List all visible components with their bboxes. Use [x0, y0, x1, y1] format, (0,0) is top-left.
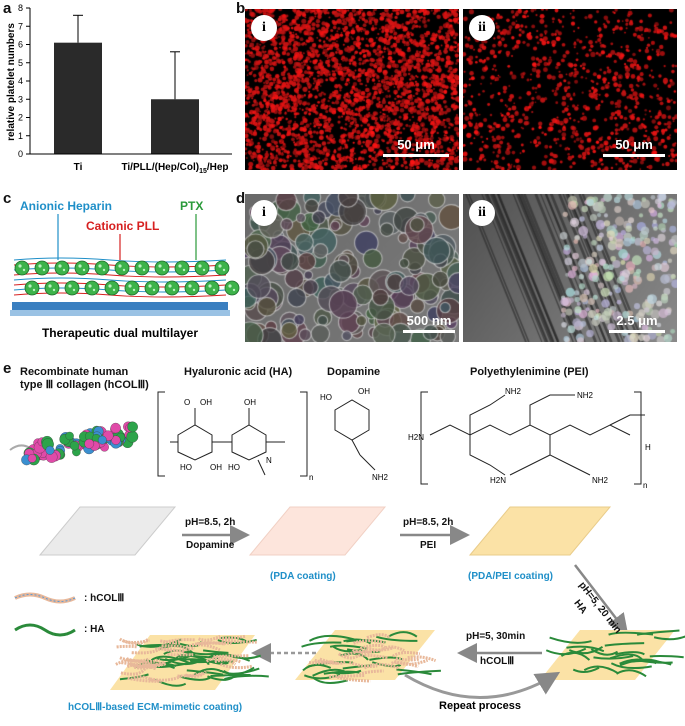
ha-title: Hyaluronic acid (HA) [184, 366, 293, 378]
dopamine-nh2: NH2 [372, 473, 389, 482]
dopamine-title: Dopamine [327, 366, 381, 378]
platelet-bar-chart: relative platelet numbers 0 1 2 3 4 5 6 7 8 Ti T… [6, 3, 232, 175]
step2-reagent: PEI [420, 540, 437, 551]
bar-1 [151, 99, 199, 154]
pei-structure [420, 391, 645, 485]
fluorescence-dots-i [245, 9, 459, 170]
y-tick-label: 4 [18, 76, 23, 86]
legend-ha: : HA [84, 624, 105, 635]
pda-pei-coated-substrate [468, 506, 612, 556]
fluorescence-dots-ii [463, 9, 677, 170]
sem-texture-i [245, 194, 459, 342]
ecm-coating-label: hCOLⅢ-based ECM-mimetic coating) [68, 702, 243, 713]
scale-bar-b-i: 50 μm [383, 137, 449, 157]
fluorescence-image-ii: ii 50 μm [463, 9, 677, 170]
chemical-structures: OH OH O HO OH HO N n HO OH NH2 H2N NH2 N… [9, 387, 651, 490]
bar-0 [54, 42, 102, 154]
subpanel-ii-badge: ii [469, 15, 495, 41]
cationic-pll-label: Cationic PLL [86, 219, 159, 233]
panel-b-label: b [236, 0, 246, 17]
y-tick-label: 3 [18, 94, 23, 104]
dopamine-ho: HO [320, 393, 332, 402]
ha-structure [157, 391, 308, 477]
substrate [12, 302, 228, 312]
subpanel-i-badge: i [251, 15, 277, 41]
panel-e-label: e [3, 360, 12, 377]
y-tick-label: 2 [18, 113, 23, 123]
ha-ho-2: HO [228, 463, 240, 472]
y-tick-label: 8 [18, 3, 23, 13]
pei-h: H [645, 443, 651, 452]
ha-ho: HO [180, 463, 192, 472]
step1-condition: pH=8.5, 2h [185, 517, 236, 528]
panel-d-label: d [236, 190, 246, 207]
y-tick-label: 7 [18, 21, 23, 31]
x-label-ti: Ti [74, 162, 83, 173]
scale-bar-d-ii: 2.5 μm [609, 313, 665, 333]
y-tick-label: 5 [18, 58, 23, 68]
ha-oh-1: OH [200, 398, 212, 407]
panel-c-label: c [3, 190, 12, 207]
ha-subscript-n: n [309, 473, 313, 482]
anionic-heparin-label: Anionic Heparin [20, 199, 112, 213]
dopamine-structure [334, 399, 376, 471]
ha-oh-3: OH [210, 463, 222, 472]
panel-a-label: a [3, 0, 12, 17]
y-tick-label: 6 [18, 40, 23, 50]
fluorescence-image-i: i 50 μm [245, 9, 459, 170]
pei-title: Polyethylenimine (PEI) [470, 366, 589, 378]
pei-h2n: H2N [408, 433, 424, 442]
step4-condition: pH=5, 30min [466, 631, 526, 642]
scale-bar-d-i: 500 nm [403, 313, 455, 333]
x-label-coating: Ti/PLL/(Hep/Col)15/Hep [121, 162, 228, 175]
ha-o: O [184, 398, 190, 407]
ha-n: N [266, 456, 272, 465]
ha-oh-2: OH [244, 398, 256, 407]
collagen-title: Recombinate human type Ⅲ collagen (hCOLⅢ… [20, 366, 149, 391]
step4-reagent: hCOLⅢ [480, 656, 515, 667]
step1-reagent: Dopamine [186, 540, 235, 551]
sem-texture-ii [463, 194, 677, 342]
scale-bar-b-ii: 50 μm [603, 137, 665, 157]
dopamine-oh: OH [358, 387, 370, 396]
pei-nh2-2: NH2 [577, 391, 594, 400]
pei-h2n-2: H2N [490, 476, 506, 485]
pda-coated-substrate [248, 506, 387, 556]
y-tick-label: 0 [18, 149, 23, 159]
repeat-arrow [404, 671, 561, 699]
process-scheme: Repeat process [14, 506, 685, 712]
multilayer-caption: Therapeutic dual multilayer [42, 326, 198, 340]
y-axis-label: relative platelet numbers [6, 23, 17, 141]
pei-nh2-3: NH2 [592, 476, 609, 485]
y-tick-label: 1 [18, 131, 23, 141]
subpanel-i-badge: i [251, 200, 277, 226]
pei-nh2-1: NH2 [505, 387, 522, 396]
subpanel-ii-badge: ii [469, 200, 495, 226]
pei-subscript-n: n [643, 481, 647, 490]
pda-coating-label: (PDA coating) [270, 571, 336, 582]
step2-condition: pH=8.5, 2h [403, 517, 454, 528]
bare-substrate [38, 506, 177, 556]
dual-multilayer-schematic: Anionic Heparin PTX Cationic PLL Therape… [10, 199, 240, 340]
collagen-molecule [9, 421, 139, 466]
ptx-label: PTX [180, 199, 203, 213]
sem-image-i: i 500 nm [245, 194, 459, 342]
legend-hcol: : hCOLⅢ [84, 593, 125, 604]
sem-image-ii: ii 2.5 μm [463, 194, 677, 342]
repeat-label: Repeat process [439, 700, 521, 712]
pda-pei-coating-label: (PDA/PEI coating) [468, 571, 554, 582]
